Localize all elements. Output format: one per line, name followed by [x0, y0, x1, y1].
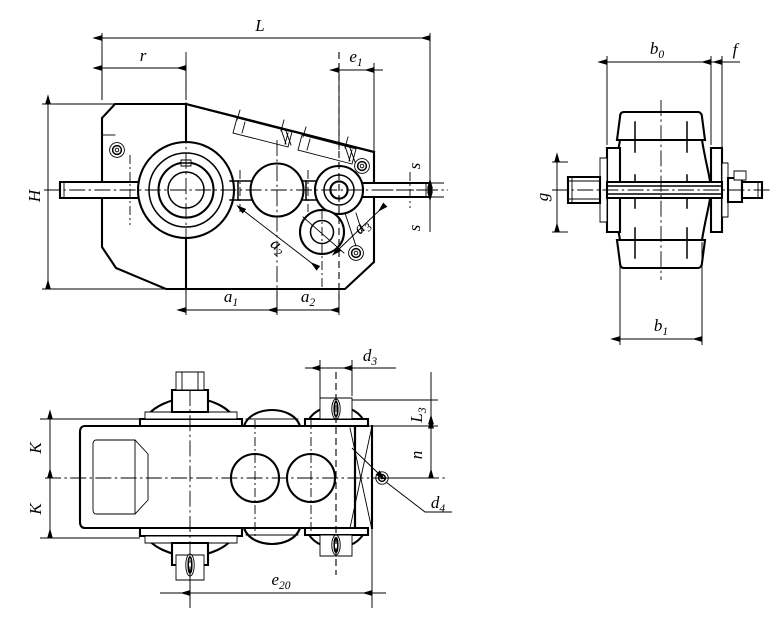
- dimension-label-s-top: s: [405, 162, 424, 169]
- dimension-label-d4: d4: [431, 493, 446, 515]
- dimension-label-a2-diagonal: a2: [265, 234, 290, 260]
- front-lifting-lug-lower-right: [348, 245, 364, 261]
- dimension-label-r: r: [140, 46, 147, 65]
- dimension-label-g: g: [533, 193, 552, 202]
- front-elevation-view: L r e1 H s: [25, 16, 448, 315]
- dimension-a2-linear: a2: [267, 287, 340, 315]
- dimension-e20: e20: [160, 530, 386, 608]
- dimension-e1: e1: [329, 47, 383, 152]
- dimension-label-a1: a1: [224, 287, 238, 309]
- dimension-label-d3: d3: [363, 346, 378, 368]
- front-cover-bolt-1: [232, 109, 293, 148]
- dimension-label-b0: b0: [650, 39, 665, 61]
- front-shaft-center-dot: [427, 187, 433, 193]
- dimension-label-a2-linear: a2: [301, 287, 316, 309]
- plan-middle-boss: [242, 408, 302, 546]
- dimension-L: L: [92, 16, 431, 176]
- dimension-label-e20: e20: [271, 570, 290, 592]
- dimension-label-K-upper: K: [26, 441, 45, 455]
- plan-view: d3 L3 n d4 K K: [26, 346, 452, 608]
- front-cover-top-edge: [184, 102, 376, 154]
- dimension-b0: b0: [597, 39, 712, 145]
- dimension-label-L: L: [254, 16, 264, 35]
- dimension-H: H: [25, 94, 186, 290]
- dimension-b1: b1: [610, 242, 703, 345]
- dimension-label-H: H: [25, 188, 44, 203]
- dimension-label-f: f: [733, 40, 740, 59]
- dimension-d4: d4: [385, 481, 452, 515]
- dimension-n: n: [372, 418, 438, 479]
- plan-mounting-hole-d4: [351, 447, 389, 485]
- dimension-g: g: [533, 152, 568, 233]
- dimension-L3: L3: [352, 372, 438, 427]
- dimension-s-bottom: s: [400, 187, 444, 232]
- dimension-label-e1: e1: [349, 47, 362, 69]
- dimension-label-b1: b1: [654, 316, 668, 338]
- side-elevation-view: b0 f b1 g: [533, 39, 770, 345]
- dimension-s-top: s: [400, 150, 444, 189]
- dimension-label-s-bottom: s: [405, 224, 424, 231]
- dimension-label-n: n: [407, 451, 426, 460]
- dimension-f: f: [701, 40, 740, 160]
- dimension-r: r: [92, 46, 187, 100]
- dimension-K-upper: K: [26, 409, 140, 479]
- plan-housing-outline: [78, 424, 374, 531]
- dimension-label-L3: L3: [407, 407, 429, 423]
- dimension-a1: a1: [176, 287, 278, 315]
- front-lifting-lug-upper-right: [354, 158, 370, 174]
- front-lifting-lug-upper-left: [109, 142, 125, 158]
- dimension-d3: d3: [305, 346, 396, 398]
- front-cover-bolt-2: [297, 126, 357, 165]
- dimension-label-K-lower: K: [26, 502, 45, 516]
- dimension-K-lower: K: [26, 468, 140, 539]
